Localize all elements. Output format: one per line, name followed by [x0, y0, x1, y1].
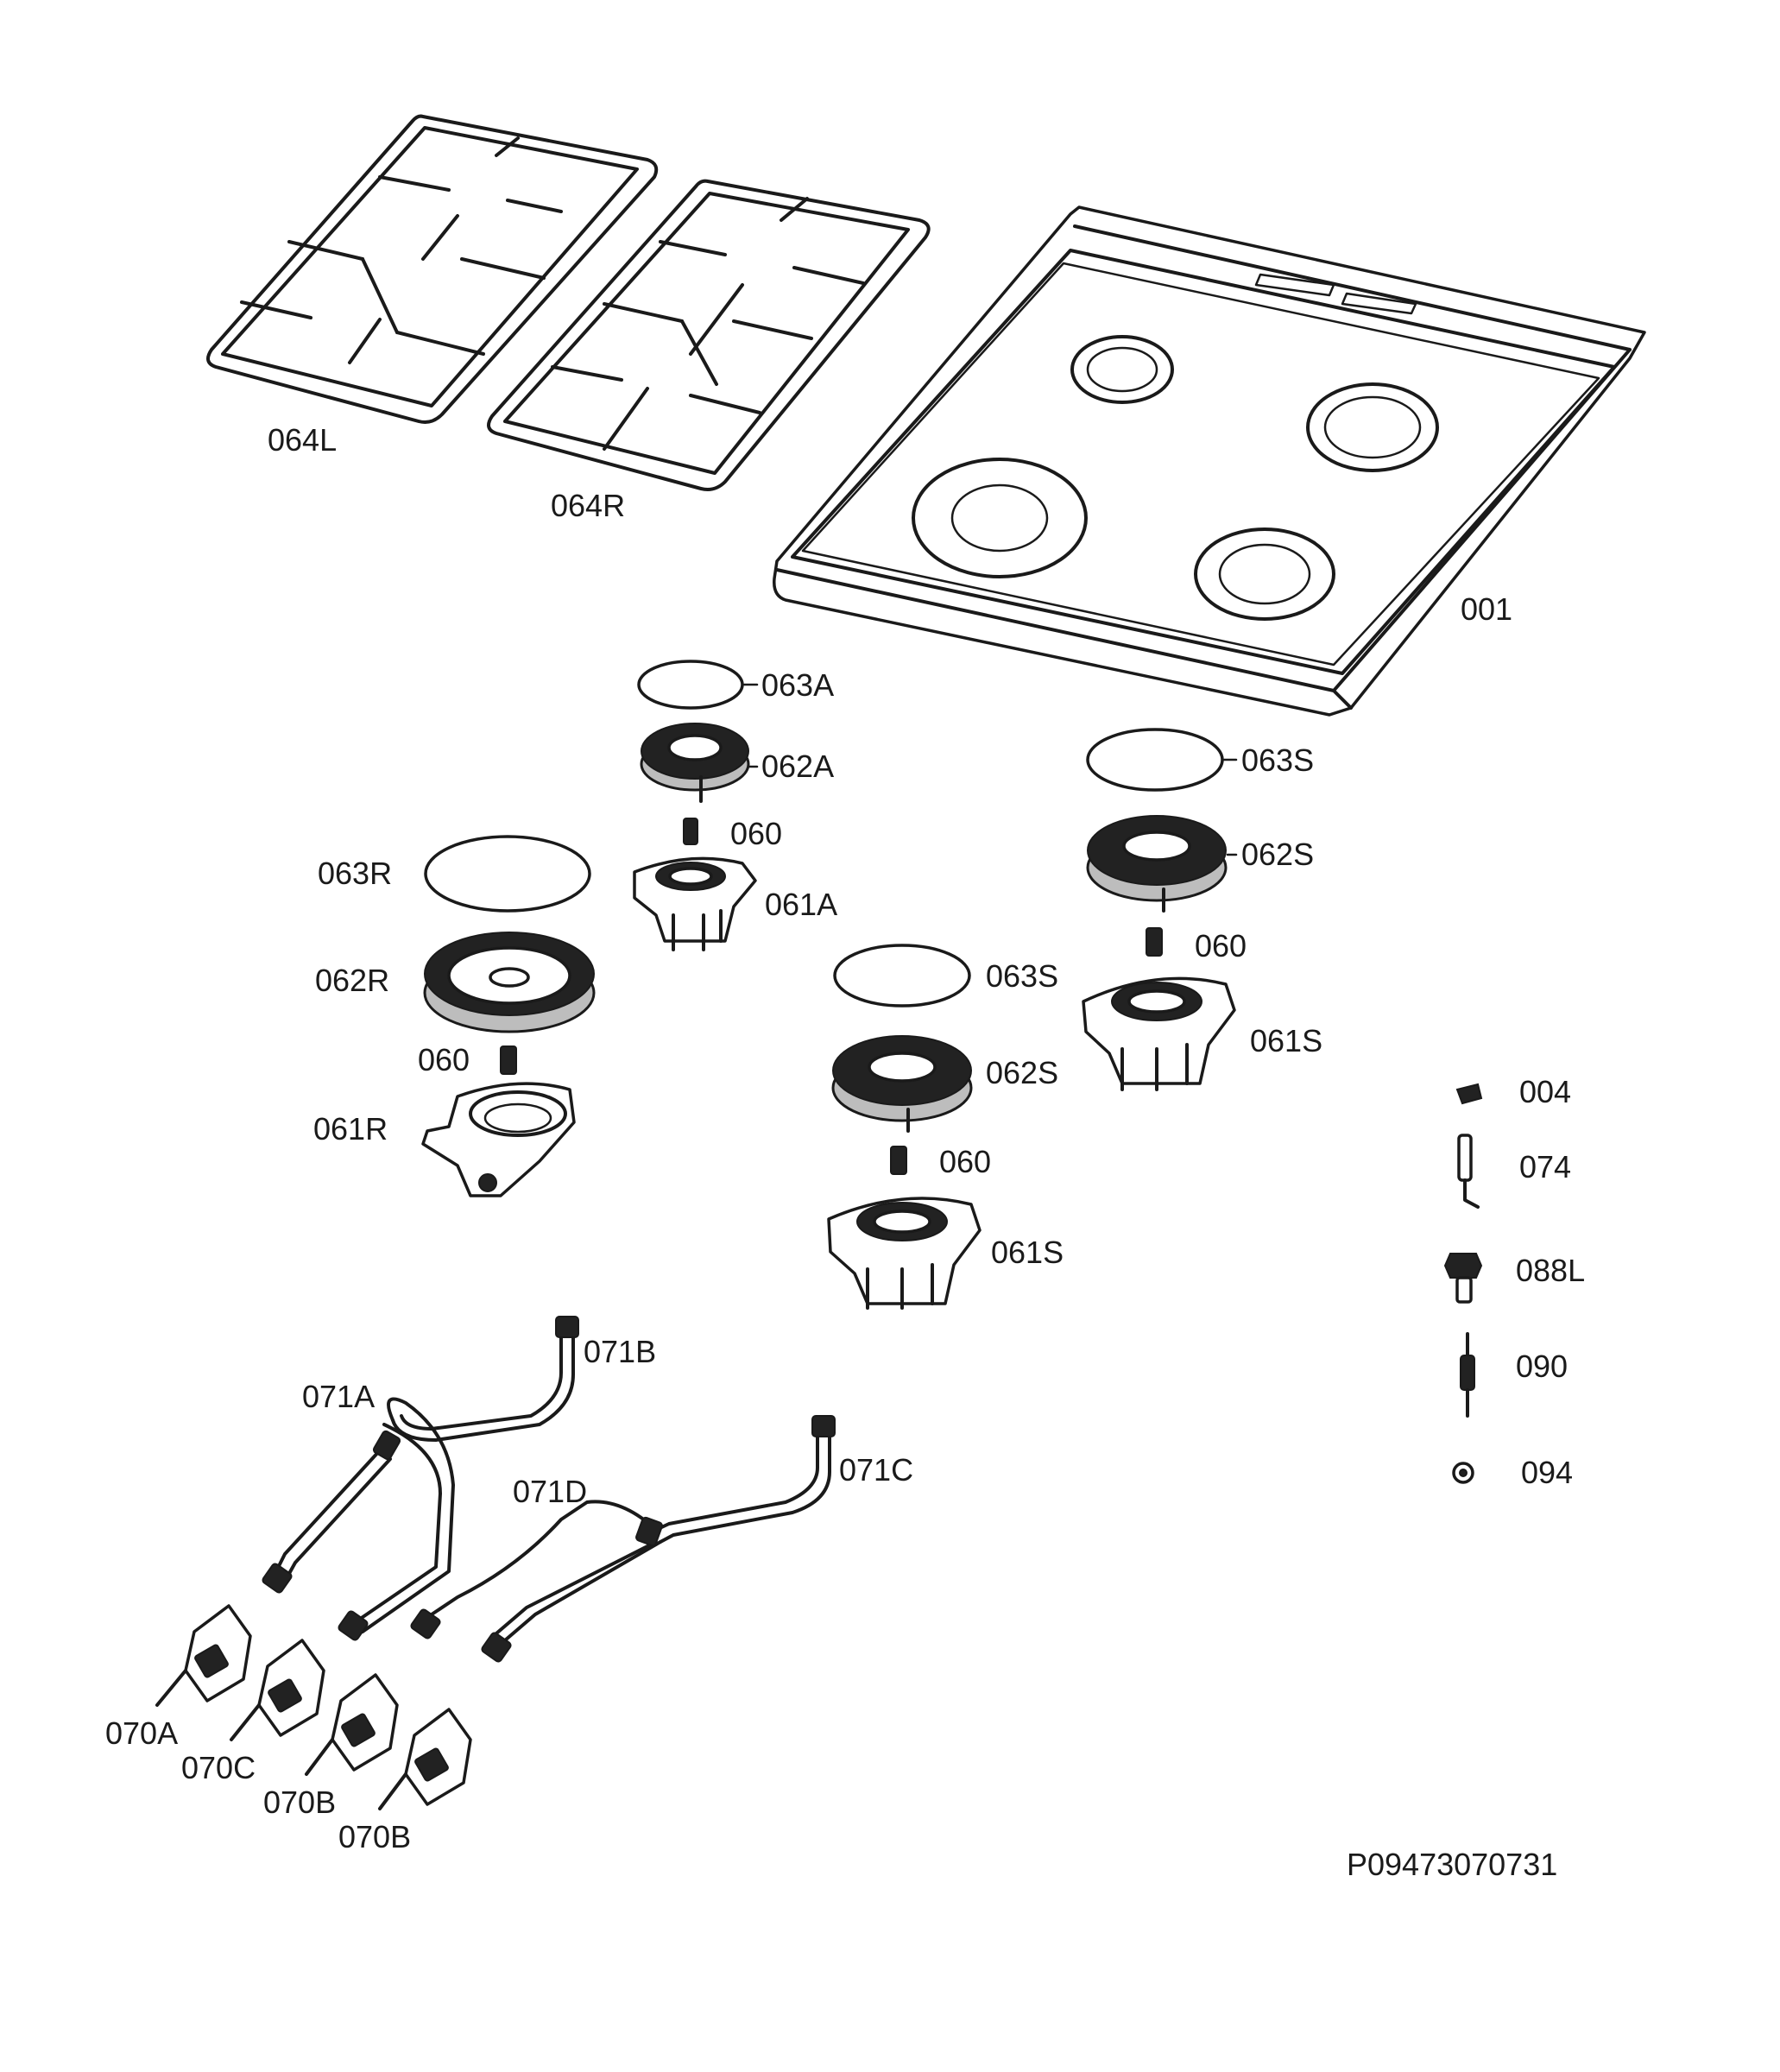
burner-body-061R [421, 1082, 576, 1197]
label-070A: 070A [105, 1715, 178, 1751]
pan-support-064R [487, 179, 931, 491]
burner-cap-063A [637, 660, 744, 710]
label-061S-right: 061S [1250, 1023, 1322, 1058]
washer-094 [1452, 1462, 1474, 1484]
burner-crown-062R [423, 932, 596, 1033]
electrode-074 [1457, 1134, 1480, 1209]
label-060-a: 060 [730, 816, 782, 851]
label-074: 074 [1519, 1149, 1571, 1184]
gas-pipe-071A [262, 1397, 455, 1641]
label-070C: 070C [181, 1750, 256, 1785]
label-001: 001 [1461, 591, 1512, 627]
burner-body-061S-mid [827, 1197, 982, 1310]
label-061R: 061R [313, 1111, 388, 1147]
label-062S-mid: 062S [986, 1055, 1058, 1090]
label-004: 004 [1519, 1074, 1571, 1109]
gas-pipe-071C [410, 1415, 836, 1663]
hob-top-001 [773, 205, 1646, 717]
label-071D: 071D [513, 1474, 587, 1509]
label-071A: 071A [302, 1379, 375, 1414]
label-063R: 063R [318, 856, 392, 891]
injector-060-right [1146, 927, 1163, 957]
nut-088L [1443, 1253, 1483, 1304]
label-062A: 062A [761, 749, 834, 784]
burner-body-061A [633, 856, 757, 951]
gas-tap-070A [155, 1604, 252, 1707]
burner-crown-062S-right [1086, 815, 1228, 913]
injector-060-a [683, 818, 698, 845]
label-094: 094 [1521, 1455, 1573, 1490]
burner-crown-062S-mid [831, 1035, 973, 1133]
gas-tap-070B-2 [378, 1708, 472, 1810]
gas-tap-070C [230, 1639, 325, 1741]
label-062R: 062R [315, 963, 389, 998]
label-090: 090 [1516, 1349, 1568, 1384]
label-060-mid: 060 [939, 1144, 991, 1179]
label-063S-right: 063S [1241, 742, 1314, 778]
label-064R: 064R [551, 488, 625, 523]
clip-004 [1455, 1083, 1483, 1105]
label-088L: 088L [1516, 1253, 1585, 1288]
pan-support-064L [206, 114, 659, 424]
injector-060-mid [890, 1146, 907, 1175]
label-062S-right: 062S [1241, 837, 1314, 872]
label-061S-mid: 061S [991, 1235, 1064, 1270]
burner-cap-063S-mid [833, 944, 971, 1008]
label-070B-2: 070B [338, 1819, 411, 1854]
label-063S-mid: 063S [986, 958, 1058, 994]
thermocouple-090 [1460, 1332, 1475, 1418]
label-060-right: 060 [1195, 928, 1247, 963]
burner-cap-063R [424, 835, 591, 913]
label-061A: 061A [765, 887, 837, 922]
injector-060-left [500, 1045, 517, 1075]
burner-cap-063S-right [1086, 728, 1224, 792]
label-063A: 063A [761, 667, 834, 703]
burner-body-061S-right [1082, 976, 1236, 1091]
label-071B: 071B [584, 1334, 656, 1369]
reference-code: P09473070731 [1347, 1847, 1557, 1882]
label-060-left: 060 [418, 1042, 470, 1077]
label-064L: 064L [268, 422, 337, 458]
gas-tap-070B-1 [305, 1673, 399, 1776]
label-071C: 071C [839, 1452, 913, 1488]
burner-crown-062A [640, 723, 750, 803]
label-070B-1: 070B [263, 1785, 336, 1820]
gas-pipe-071B [391, 1316, 579, 1442]
